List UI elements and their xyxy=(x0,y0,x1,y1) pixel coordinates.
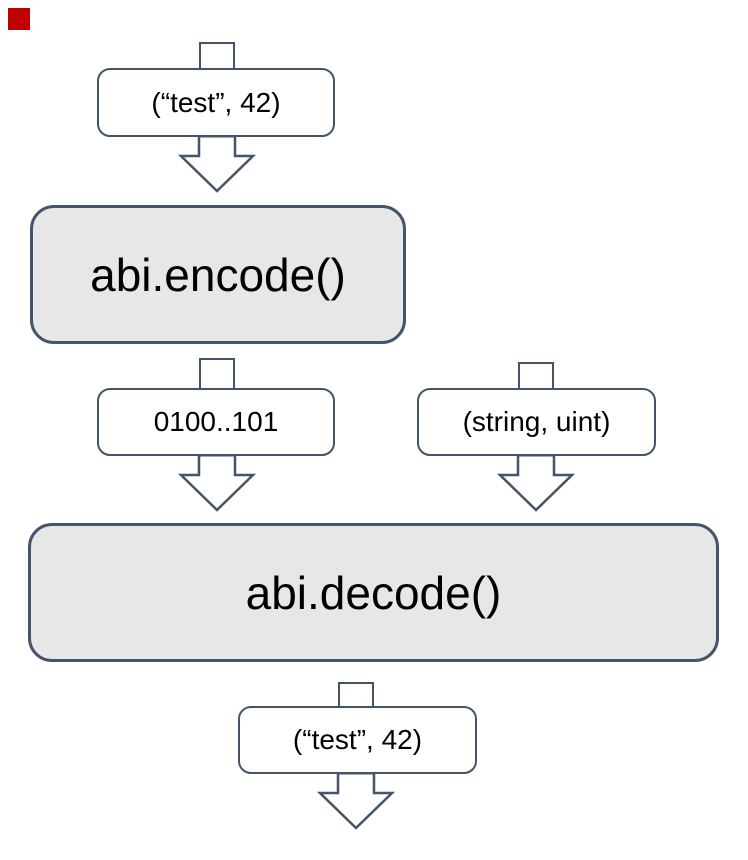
types-tuple-text: (string, uint) xyxy=(462,406,611,437)
input-tuple-text: (“test”, 42) xyxy=(151,86,281,118)
encoded-bytes-label: 0100..101 xyxy=(97,388,335,456)
types-tuple-label: (string, uint) xyxy=(417,388,656,456)
abi-encode-box: abi.encode() xyxy=(30,205,406,344)
abi-decode-box: abi.decode() xyxy=(28,523,719,662)
down-arrow-icon-types-to-decode xyxy=(496,453,576,512)
connector-stub-encoded xyxy=(199,358,235,391)
connector-stub-input xyxy=(199,42,235,71)
output-tuple-label: (“test”, 42) xyxy=(238,706,477,774)
connector-stub-types xyxy=(518,362,554,391)
encoded-bytes-text: 0100..101 xyxy=(153,406,279,437)
down-arrow-icon-output xyxy=(316,771,396,830)
abi-decode-text: abi.decode() xyxy=(245,566,502,619)
input-tuple-label: (“test”, 42) xyxy=(97,68,335,137)
connector-stub-output xyxy=(338,682,374,709)
red-marker xyxy=(8,8,30,30)
down-arrow-icon-input-to-encode xyxy=(177,134,257,193)
output-tuple-text: (“test”, 42) xyxy=(292,724,423,755)
down-arrow-icon-bytes-to-decode xyxy=(177,453,257,512)
abi-encode-text: abi.encode() xyxy=(90,248,346,301)
